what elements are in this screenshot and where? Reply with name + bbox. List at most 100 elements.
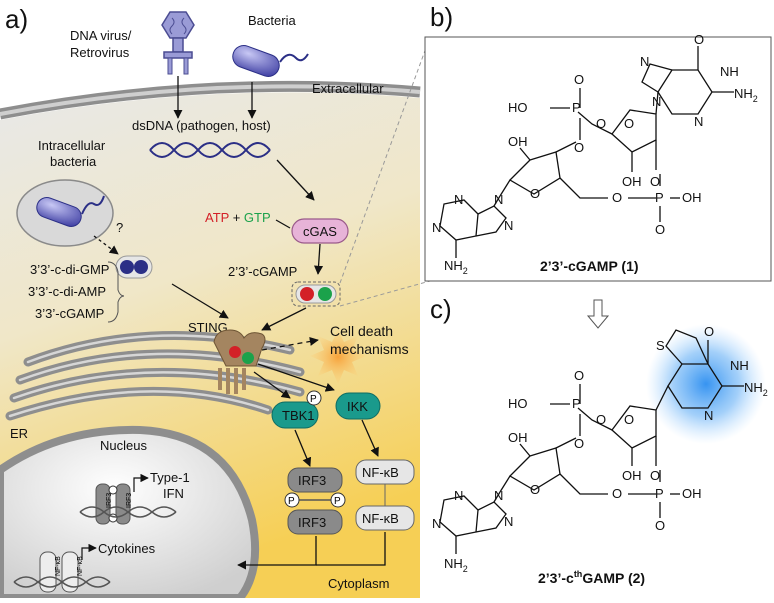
atom-p: P <box>655 190 664 205</box>
nuc-nfkb-label-1: NF-κB <box>55 556 62 576</box>
atom-nh: NH <box>720 64 739 79</box>
atom-o: O <box>596 116 606 131</box>
cgas-enzyme <box>291 218 349 244</box>
irf3-dimer <box>284 467 346 535</box>
intracellular-label-1: Intracellular <box>38 138 106 153</box>
nfkb-label-2: NF-κB <box>362 511 399 526</box>
atom-p: P <box>572 396 581 411</box>
ikk-kinase <box>335 392 381 420</box>
nuc-nfkb-label-2: NF-κB <box>77 556 84 576</box>
nucleus-label: Nucleus <box>100 438 147 453</box>
atom-o: O <box>612 486 622 501</box>
atp-label: ATP <box>205 210 229 225</box>
type1-ifn-label-1: Type-1 <box>150 470 190 485</box>
dsdna-label: dsDNA (pathogen, host) <box>132 118 271 133</box>
dna-virus-label-1: DNA virus/ <box>70 28 132 43</box>
irf3-p-right: P <box>334 496 341 507</box>
atom-n: N <box>494 488 503 503</box>
irf3-label-1: IRF3 <box>298 473 326 488</box>
extracellular-label: Extracellular <box>312 81 384 96</box>
er-label: ER <box>10 426 28 441</box>
atom-o: O <box>574 368 584 383</box>
dna-virus-icon <box>161 11 195 75</box>
cthgamp-title: 2’3’-cthGAMP (2) <box>538 569 645 586</box>
atom-nh2: NH2 <box>444 258 468 276</box>
atom-ho: HO <box>508 396 528 411</box>
atom-oh: OH <box>508 430 528 445</box>
nh2-text: NH <box>444 258 463 273</box>
atom-o: O <box>704 324 714 339</box>
atom-o: O <box>612 190 622 205</box>
nfkb-label-1: NF-κB <box>362 465 399 480</box>
atom-s: S <box>656 338 665 353</box>
tbk1-p-label: P <box>310 394 317 405</box>
nh2-sub: 2 <box>763 388 768 398</box>
atom-o: O <box>574 140 584 155</box>
ikk-label: IKK <box>347 399 368 414</box>
title2-sup: th <box>574 569 583 579</box>
nh2-text: NH <box>734 86 753 101</box>
gtp-label: GTP <box>244 210 271 225</box>
panel-c-label: c) <box>430 294 452 324</box>
irf3-label-2: IRF3 <box>298 515 326 530</box>
atom-n: N <box>652 94 661 109</box>
atom-o: O <box>650 468 660 483</box>
cytokines-label: Cytokines <box>98 541 156 556</box>
sting-protein-icon <box>213 329 266 394</box>
atom-nh: NH <box>730 358 749 373</box>
cgamp-atoms: O NH NH2 N N N O OH O O HO P O O OH O O … <box>432 32 758 276</box>
atom-o: O <box>650 174 660 189</box>
atom-o: O <box>574 436 584 451</box>
cdn-label-2: 3’3’-c-di-AMP <box>28 284 106 299</box>
atp-gtp-label: ATP + GTP <box>205 210 271 225</box>
cgamp-structure <box>439 46 734 258</box>
atom-o: O <box>530 186 540 201</box>
atom-n: N <box>432 516 441 531</box>
cell-death-burst-icon <box>310 330 366 384</box>
nh2-text: NH <box>444 556 463 571</box>
nuclear-nfkb-dimer <box>39 551 79 593</box>
atom-nh2: NH2 <box>444 556 468 574</box>
atom-oh: OH <box>508 134 528 149</box>
plus-sign: + <box>229 210 244 225</box>
atom-o: O <box>624 116 634 131</box>
atom-oh: OH <box>682 486 702 501</box>
atom-o: O <box>574 72 584 87</box>
nh2-sub: 2 <box>753 94 758 104</box>
cthgamp-atoms: O S NH NH2 N O OH O O HO P O O OH O O P … <box>432 324 768 574</box>
atom-o: O <box>596 412 606 427</box>
cell-death-label-2: mechanisms <box>330 341 409 357</box>
nuc-irf3-label-2: IRF3 <box>126 493 133 508</box>
dsdna-icon <box>149 142 271 158</box>
bacteria-label: Bacteria <box>248 13 296 28</box>
sting-label: STING <box>188 320 228 335</box>
tbk1-kinase <box>271 401 319 429</box>
cgamp-label: 2’3’-cGAMP <box>228 264 297 279</box>
atom-n: N <box>704 408 713 423</box>
atom-oh: OH <box>622 468 642 483</box>
nfkb-dimer <box>355 459 415 531</box>
atom-oh: OH <box>682 190 702 205</box>
down-arrow-icon <box>586 299 610 329</box>
cdn-brace <box>107 261 125 323</box>
atom-n: N <box>640 54 649 69</box>
nh2-sub: 2 <box>463 564 468 574</box>
atom-nh2: NH2 <box>734 86 758 104</box>
atom-o: O <box>655 222 665 237</box>
atom-p: P <box>572 100 581 115</box>
atom-n: N <box>504 514 513 529</box>
cell-death-label-1: Cell death <box>330 323 393 339</box>
atom-n: N <box>454 488 463 503</box>
cthgamp-structure <box>439 329 744 554</box>
atom-n: N <box>494 192 503 207</box>
nh2-text: NH <box>744 380 763 395</box>
title2-pre: 2’3’-c <box>538 570 574 586</box>
atom-p: P <box>655 486 664 501</box>
atom-o: O <box>530 482 540 497</box>
cytoplasm-label: Cytoplasm <box>328 576 389 591</box>
atom-n: N <box>694 114 703 129</box>
nh2-sub: 2 <box>463 266 468 276</box>
tbk1-phospho-icon <box>306 390 322 406</box>
panel-b-label: b) <box>430 2 453 32</box>
